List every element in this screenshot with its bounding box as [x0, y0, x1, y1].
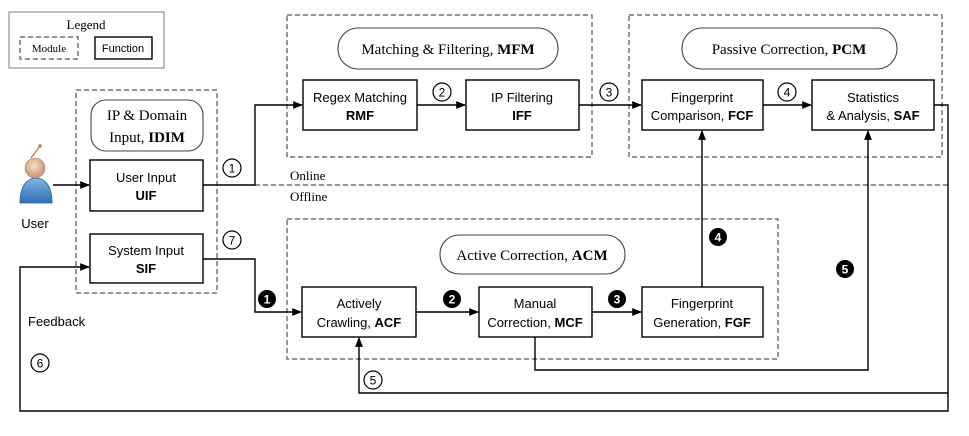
acf-label: Actively: [337, 296, 382, 311]
rmf-abbr: RMF: [346, 108, 374, 123]
step-2-offline: 2: [449, 293, 456, 307]
idim-module: [75, 89, 218, 294]
mfm-module: [286, 14, 593, 158]
rmf-box: Regex Matching RMF: [302, 79, 418, 131]
sif-box: System Input SIF: [89, 233, 204, 284]
pcm-module: [628, 14, 943, 158]
rmf-label: Regex Matching: [313, 90, 407, 105]
online-step-markers: 1① 2② 3③ 4④ 5⑤ 6⑥ 7⑦: [30, 82, 797, 390]
fcf-label: Fingerprint: [671, 90, 734, 105]
legend-function-label: Function: [102, 43, 144, 55]
iff-label: IP Filtering: [491, 90, 553, 105]
acf-box: Actively Crawling, ACF: [301, 286, 417, 338]
iff-abbr: IFF: [512, 108, 532, 123]
fgf-label: Fingerprint: [671, 296, 734, 311]
step-5-online: 5⑤: [370, 374, 377, 388]
uif-label: User Input: [116, 170, 176, 185]
mcf-label2: Correction, MCF: [487, 315, 582, 330]
step-5-offline: 5: [842, 263, 849, 277]
legend-title: Legend: [67, 17, 106, 32]
uif-box: User Input UIF: [89, 159, 204, 212]
uif-abbr: UIF: [136, 188, 157, 203]
sif-label: System Input: [108, 243, 184, 258]
legend: Legend Module Function: [8, 11, 165, 69]
legend-module-swatch: [19, 36, 79, 60]
idim-title-pill: [90, 99, 204, 152]
fgf-label2: Generation, FGF: [653, 315, 751, 330]
step-4-offline: 4: [715, 231, 722, 245]
step-3-online: 3③: [606, 86, 613, 100]
arrow-uif-rmf: [203, 101, 303, 186]
mcf-box: Manual Correction, MCF: [478, 286, 593, 338]
idim-title-line2: Input, IDIM: [109, 130, 185, 146]
idim-title-line1: IP & Domain: [107, 108, 188, 124]
arrow-mcf-saf: [534, 130, 872, 371]
step-4-online: 4④: [784, 86, 791, 100]
iff-box: IP Filtering IFF: [465, 79, 580, 131]
step-7-online: 7⑦: [229, 234, 236, 248]
fcf-box: Fingerprint Comparison, FCF: [641, 79, 764, 131]
saf-label2: & Analysis, SAF: [826, 108, 919, 123]
mcf-label: Manual: [514, 296, 557, 311]
fgf-box: Fingerprint Generation, FGF: [641, 286, 764, 338]
user-icon: [19, 144, 53, 204]
pcm-title: Passive Correction, PCM: [712, 42, 867, 58]
legend-module-label: Module: [32, 43, 66, 55]
fcf-label2: Comparison, FCF: [651, 108, 754, 123]
feedback-label: Feedback: [28, 314, 86, 329]
acm-title: Active Correction, ACM: [456, 248, 607, 264]
user-label: User: [21, 216, 49, 231]
online-label: Online: [290, 168, 326, 183]
sif-abbr: SIF: [136, 261, 156, 276]
pcm-title-pill: [681, 27, 898, 70]
acm-module: [286, 218, 779, 360]
acm-title-pill: [439, 234, 626, 275]
offline-label: Offline: [290, 189, 328, 204]
step-1-online: 1①: [229, 162, 236, 176]
mfm-title-pill: [337, 27, 559, 70]
step-6-online: 6⑥: [37, 357, 44, 371]
arrow-feedback-sif: [19, 263, 949, 412]
step-1-offline: 1: [264, 293, 271, 307]
legend-function-swatch: [94, 36, 153, 60]
step-3-offline: 3: [614, 293, 621, 307]
saf-label: Statistics: [847, 90, 900, 105]
arrow-sif-acf: [203, 258, 302, 316]
offline-step-markers: 1 2 3 4 5: [258, 228, 854, 308]
mfm-title: Matching & Filtering, MFM: [361, 42, 534, 58]
acf-label2: Crawling, ACF: [317, 315, 402, 330]
step-2-online: 2②: [439, 86, 446, 100]
saf-box: Statistics & Analysis, SAF: [811, 79, 935, 131]
